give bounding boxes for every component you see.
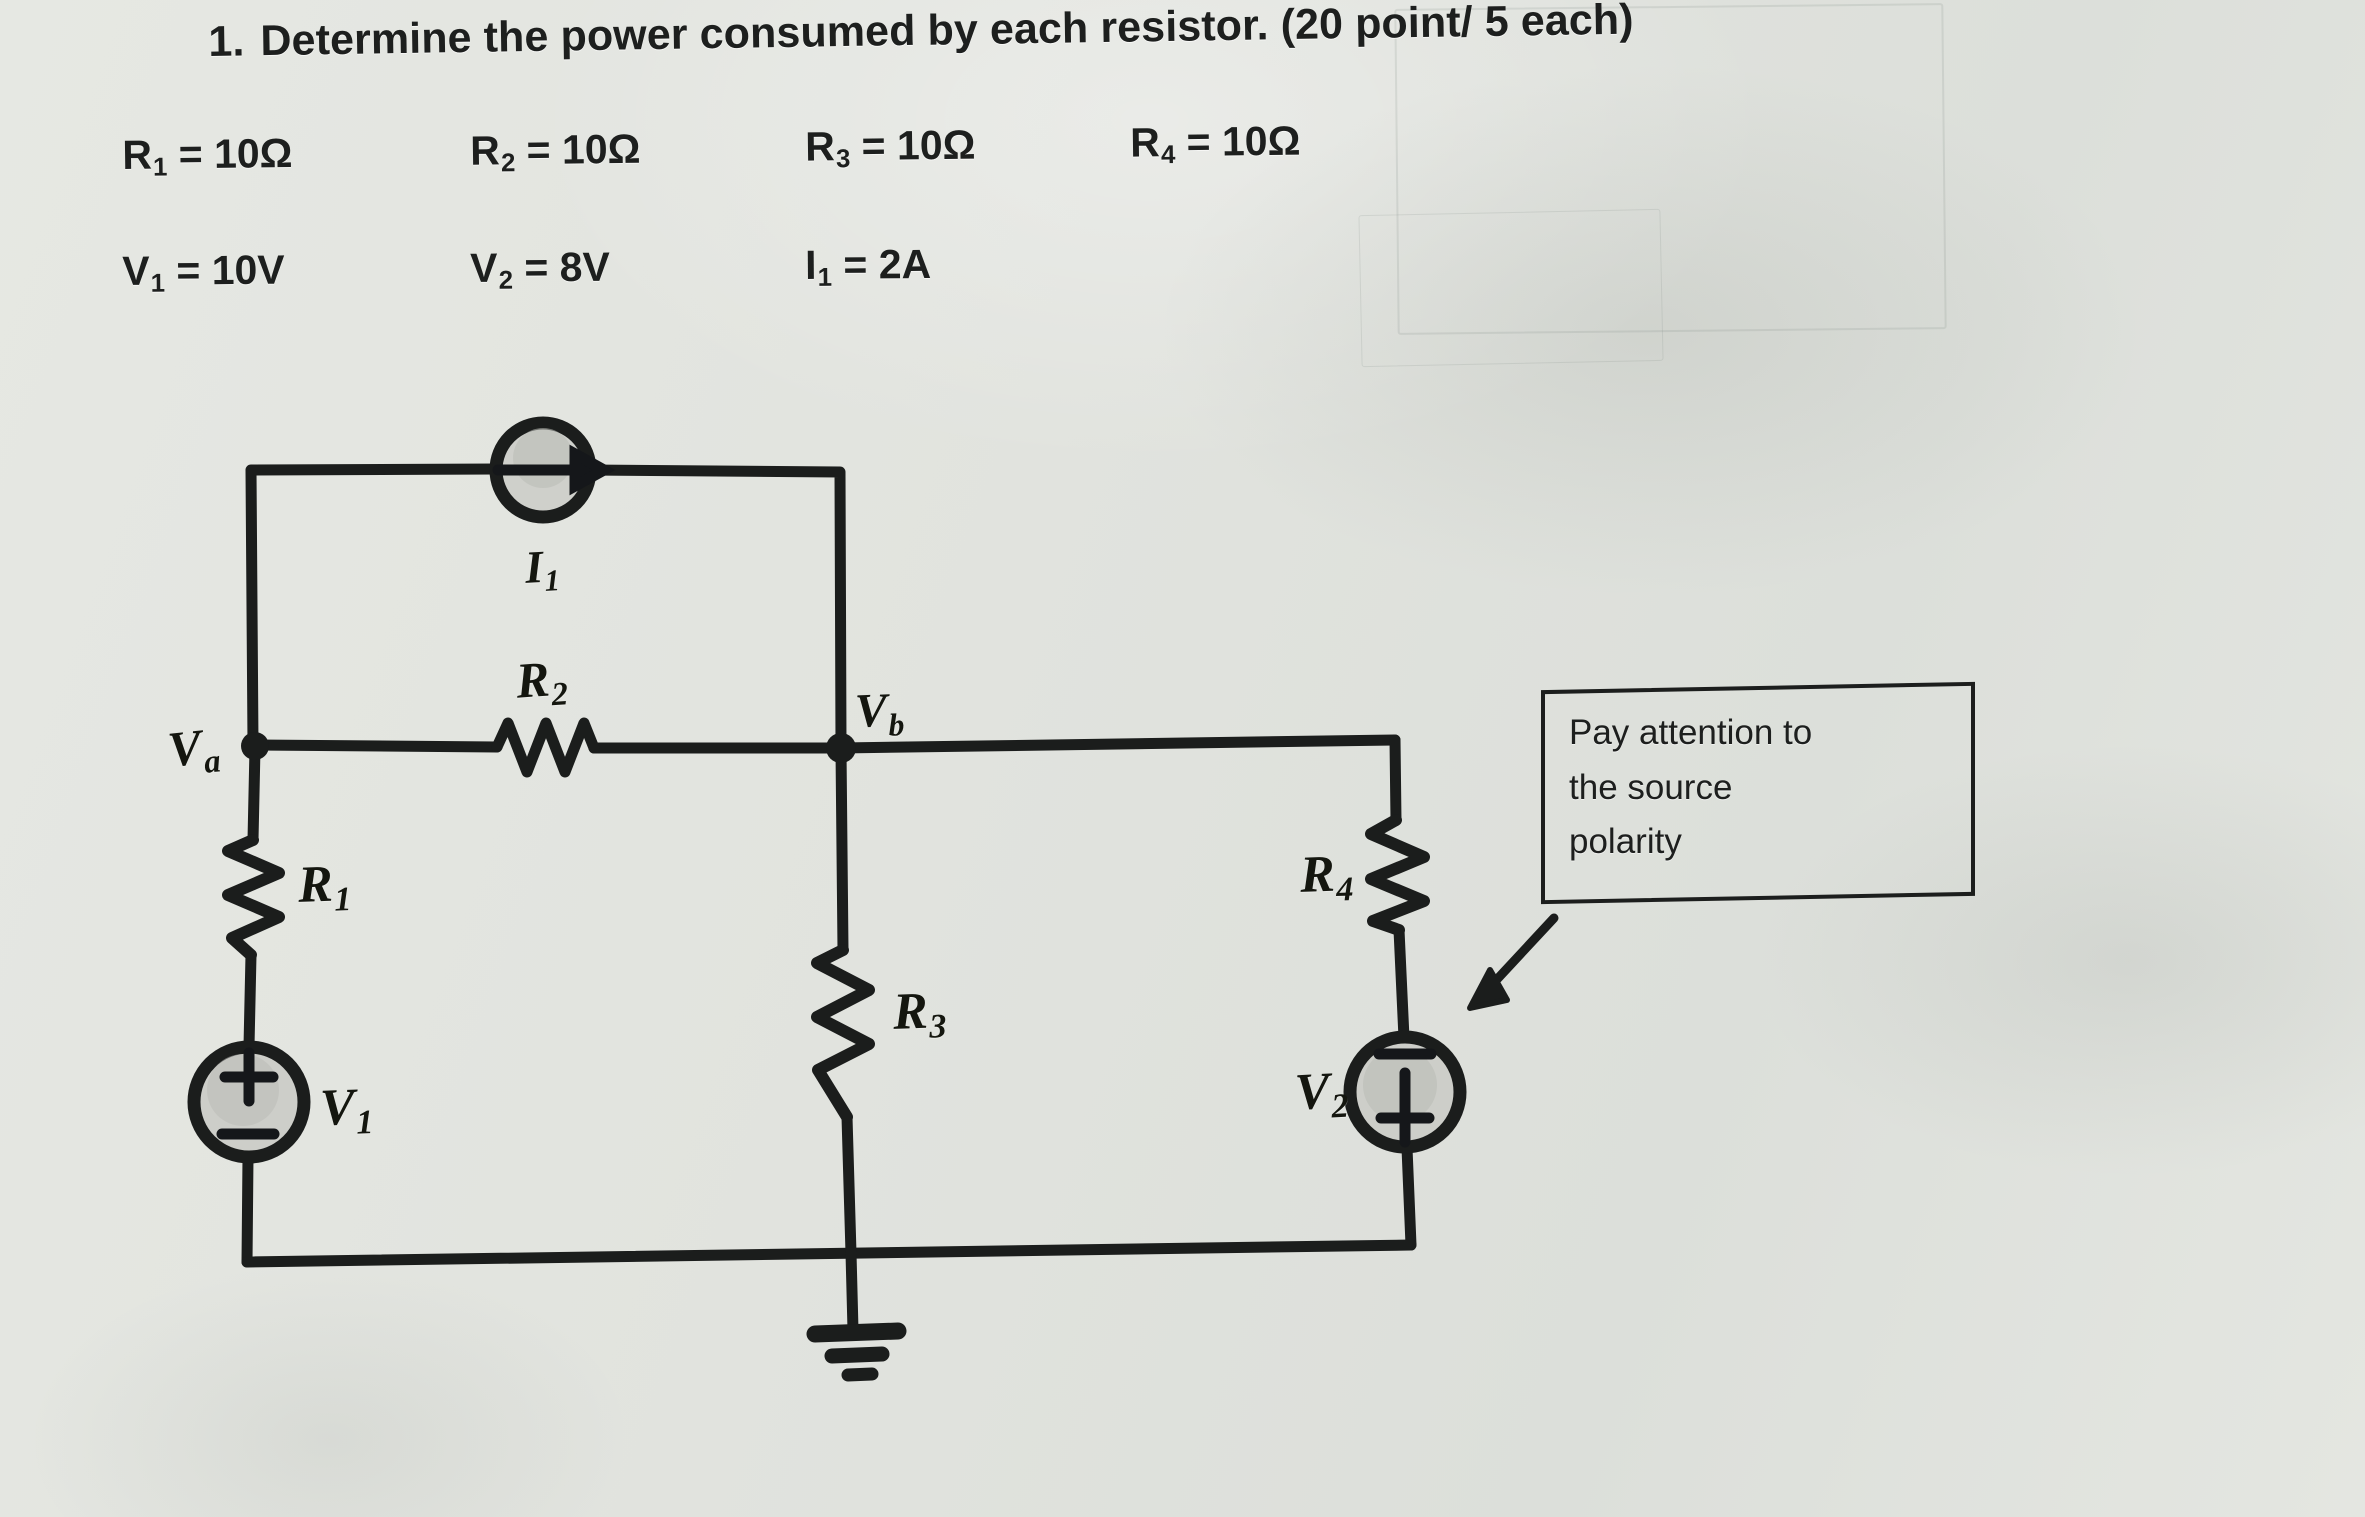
source-value-v1: V1 = 10V <box>122 246 285 298</box>
label-r2: R2 <box>514 650 570 714</box>
node-dot-vb <box>826 733 856 763</box>
node-label-vb: Vb <box>854 683 905 743</box>
wire-vb-to-r3 <box>835 744 849 956</box>
source-value-i1: I1 = 2A <box>804 240 932 292</box>
resistor-values-row: R1 = 10Ω R2 = 10Ω R3 = 10Ω R4 = 10Ω <box>122 117 1301 182</box>
callout-note: Pay attention to the source polarity <box>1541 681 1975 905</box>
source-value-v2: V2 = 8V <box>469 243 611 295</box>
voltage-source-v2 <box>1343 1030 1467 1154</box>
ghost-mark-2 <box>1358 208 1664 368</box>
resistor-r2-zigzag <box>491 717 600 778</box>
wire-right-to-r4 <box>1389 734 1402 826</box>
ghost-mark-1 <box>1394 3 1947 335</box>
wire-r1-to-v1 <box>243 949 257 1052</box>
callout-text: Pay attention to the source polarity <box>1569 706 1961 870</box>
resistor-value-r4: R4 = 10Ω <box>1129 117 1301 170</box>
callout-line-2: the source <box>1569 767 1733 807</box>
question-prompt: Determine the power consumed by each res… <box>260 0 1634 66</box>
wire-v1-to-bottom <box>241 1151 254 1268</box>
source-values-row: V1 = 10V V2 = 8V I1 = 2A <box>122 239 1130 298</box>
question-number: 1. <box>208 17 245 66</box>
wire-bottom-rail <box>241 1239 1417 1268</box>
ground-symbol <box>806 1322 907 1382</box>
wire-va-to-r1 <box>247 742 261 846</box>
wire-r4-to-v2 <box>1393 924 1410 1044</box>
resistor-r4-zigzag <box>1365 814 1430 936</box>
voltage-source-v1 <box>187 1040 311 1164</box>
wire-top-left <box>245 463 503 750</box>
label-v2: V2 <box>1293 1062 1350 1126</box>
label-r1: R1 <box>297 855 353 919</box>
resistor-value-r2: R2 = 10Ω <box>469 125 641 178</box>
wire-va-to-r2 <box>250 739 503 753</box>
callout-line-1: Pay attention to <box>1569 713 1813 752</box>
label-r4: R4 <box>1299 845 1355 909</box>
question-title: 1. Determine the power consumed by each r… <box>208 0 1634 67</box>
resistor-r1-zigzag <box>222 834 285 961</box>
current-arrow-head <box>569 444 616 496</box>
current-source-i1 <box>489 416 616 524</box>
resistor-value-r1: R1 = 10Ω <box>122 129 293 182</box>
wire-v2-to-bottom <box>1401 1142 1417 1251</box>
callout-arrow <box>1467 913 1559 1011</box>
callout-line-3: polarity <box>1569 822 1682 862</box>
node-label-va: Va <box>165 718 223 781</box>
wire-vb-to-right <box>835 734 1401 754</box>
resistor-value-r3: R3 = 10Ω <box>804 121 976 173</box>
resistor-r3-zigzag <box>811 944 875 1123</box>
label-i1: I1 <box>523 540 561 598</box>
wire-top-right <box>582 464 847 750</box>
label-r3: R3 <box>892 982 948 1046</box>
wire-ground-stem <box>845 1247 859 1336</box>
label-v1: V1 <box>319 1078 375 1142</box>
wire-r3-to-bottom <box>841 1111 857 1259</box>
node-dot-va <box>241 732 269 760</box>
